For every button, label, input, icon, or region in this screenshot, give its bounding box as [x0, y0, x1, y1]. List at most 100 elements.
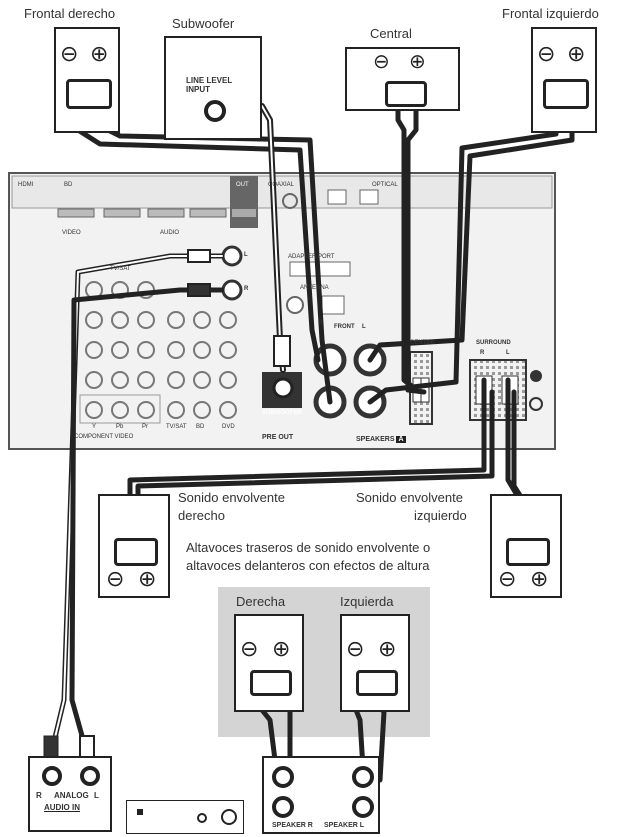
component-y-label: Y [92, 424, 97, 430]
binding-posts [356, 670, 398, 696]
antenna-am [321, 295, 345, 315]
rear-caption-line1: Altavoces traseros de sonido envolvente … [186, 540, 431, 555]
surround-label: SURROUND [476, 340, 511, 346]
component-video-label: COMPONENT VIDEO [74, 434, 134, 440]
speaker-l-plus-post [352, 766, 374, 788]
rca-plug-r [187, 283, 211, 297]
dvd-bottom-label: DVD [222, 424, 235, 430]
binding-posts [543, 79, 589, 109]
plus-terminal-icon: ⊕ [530, 566, 549, 591]
line-level-input-label: LINE LEVEL INPUT [186, 76, 233, 94]
plus-terminal-icon: ⊕ [378, 636, 397, 661]
amplifier-speaker-terminals: SPEAKER R SPEAKER L [262, 756, 380, 834]
binding-posts [385, 81, 427, 107]
subwoofer-plug-receiver [273, 335, 291, 367]
input-knob-icon [197, 813, 207, 823]
analog-l-label: L [94, 791, 99, 800]
minus-terminal-icon: ⊖ [498, 566, 517, 591]
speaker-r-label: SPEAKER R [272, 822, 313, 829]
receiver-bd-label: BD [64, 182, 73, 188]
surround-right-label-line1: Sonido envolvente [178, 490, 285, 505]
rear-left-speaker: ⊖ ⊕ [340, 614, 410, 712]
minus-terminal-icon: ⊖ [106, 566, 125, 591]
surround-left-label-line1: Sonido envolvente [356, 490, 463, 505]
audio-in-r-jack [42, 766, 62, 786]
subwoofer-input-jack [204, 100, 226, 122]
subwoofer-label: Subwoofer [172, 16, 235, 31]
rear-left-label: Izquierda [340, 594, 394, 609]
front-label: FRONT [334, 324, 355, 330]
bd-bottom-label: BD [196, 424, 205, 430]
surround-right-label-line2: derecho [178, 508, 225, 523]
component-pr-label: Pr [142, 424, 148, 430]
speaker-l-minus-post [352, 796, 374, 818]
minus-terminal-icon: ⊖ [240, 636, 259, 661]
binding-posts [250, 670, 292, 696]
minus-terminal-icon: ⊖ [537, 41, 556, 66]
optical-label: OPTICAL [372, 182, 398, 188]
front-left-label: Frontal izquierdo [502, 6, 599, 21]
analog-out-l-jack [221, 245, 243, 267]
minus-terminal-icon: ⊖ [60, 41, 79, 66]
plus-marker [530, 370, 542, 382]
center-speaker: ⊖ ⊕ [345, 47, 460, 111]
rear-right-speaker: ⊖ ⊕ [234, 614, 304, 712]
binding-posts [114, 538, 158, 566]
rear-caption-line2: altavoces delanteros con efectos de altu… [186, 558, 430, 573]
audio-label: AUDIO [160, 230, 180, 236]
front-right-label: Frontal derecho [24, 6, 116, 21]
volume-knob-icon [221, 809, 237, 825]
coaxial-label: COAXIAL [268, 182, 295, 188]
pre-out-label: PRE OUT [262, 434, 294, 441]
surround-left-label-line2: izquierdo [414, 508, 467, 523]
binding-posts [66, 79, 112, 109]
front-left-speaker: ⊖ ⊕ [531, 27, 597, 133]
component-pb-label: Pb [116, 424, 124, 430]
speakers-a-badge: A [396, 436, 406, 443]
speaker-r-minus-post [272, 796, 294, 818]
subwoofer-speaker: LINE LEVEL INPUT [164, 36, 262, 140]
video-label: VIDEO [62, 230, 81, 236]
minus-terminal-icon: ⊖ [373, 51, 390, 73]
hdmi-label: HDMI [18, 182, 34, 188]
front-l-label: L [362, 324, 366, 330]
front-r-label: R [318, 320, 323, 326]
amplifier-front-unit [126, 800, 244, 834]
hdmi-out-label: OUT [236, 182, 249, 188]
speaker-r-plus-post [272, 766, 294, 788]
plus-terminal-icon: ⊕ [90, 41, 109, 66]
analog-out-r-jack [221, 279, 243, 301]
rca-plug-l [187, 249, 211, 263]
analog-r-label: R [36, 791, 42, 800]
surround-right-speaker: ⊖ ⊕ [98, 494, 170, 598]
adapter-port-label: ADAPTER PORT [288, 254, 335, 260]
plus-terminal-icon: ⊕ [409, 51, 426, 73]
power-button-icon [137, 809, 143, 815]
surround-speaker-terminals [469, 359, 527, 421]
audio-in-l-jack [80, 766, 100, 786]
analog-label: ANALOG [54, 791, 89, 800]
component-video-block [79, 394, 161, 424]
tvsat-label: TV/SAT [110, 266, 131, 272]
speakers-label: SPEAKERS A [356, 436, 406, 443]
surround-r-label: R [480, 350, 485, 356]
speaker-l-label: SPEAKER L [324, 822, 365, 829]
surround-left-speaker: ⊖ ⊕ [490, 494, 562, 598]
surround-l-label: L [506, 350, 510, 356]
minus-terminal-icon: ⊖ [346, 636, 365, 661]
minus-marker [529, 397, 543, 411]
antenna-label: ANTENNA [300, 285, 329, 291]
front-right-speaker: ⊖ ⊕ [54, 27, 120, 133]
rear-right-label: Derecha [236, 594, 286, 609]
antenna-fm [286, 296, 304, 314]
plus-terminal-icon: ⊕ [138, 566, 157, 591]
receiver-jack-grid [85, 281, 237, 419]
analog-l-receiver-label: L [244, 252, 248, 258]
binding-posts [506, 538, 550, 566]
subwoofer-preout-label: SUBWOOFER [262, 410, 302, 416]
analog-r-receiver-label: R [244, 286, 249, 292]
audio-in-label: AUDIO IN [44, 803, 80, 812]
center-speaker-label: Central [370, 26, 412, 41]
tvsat-bottom-label: TV/SAT [166, 424, 187, 430]
